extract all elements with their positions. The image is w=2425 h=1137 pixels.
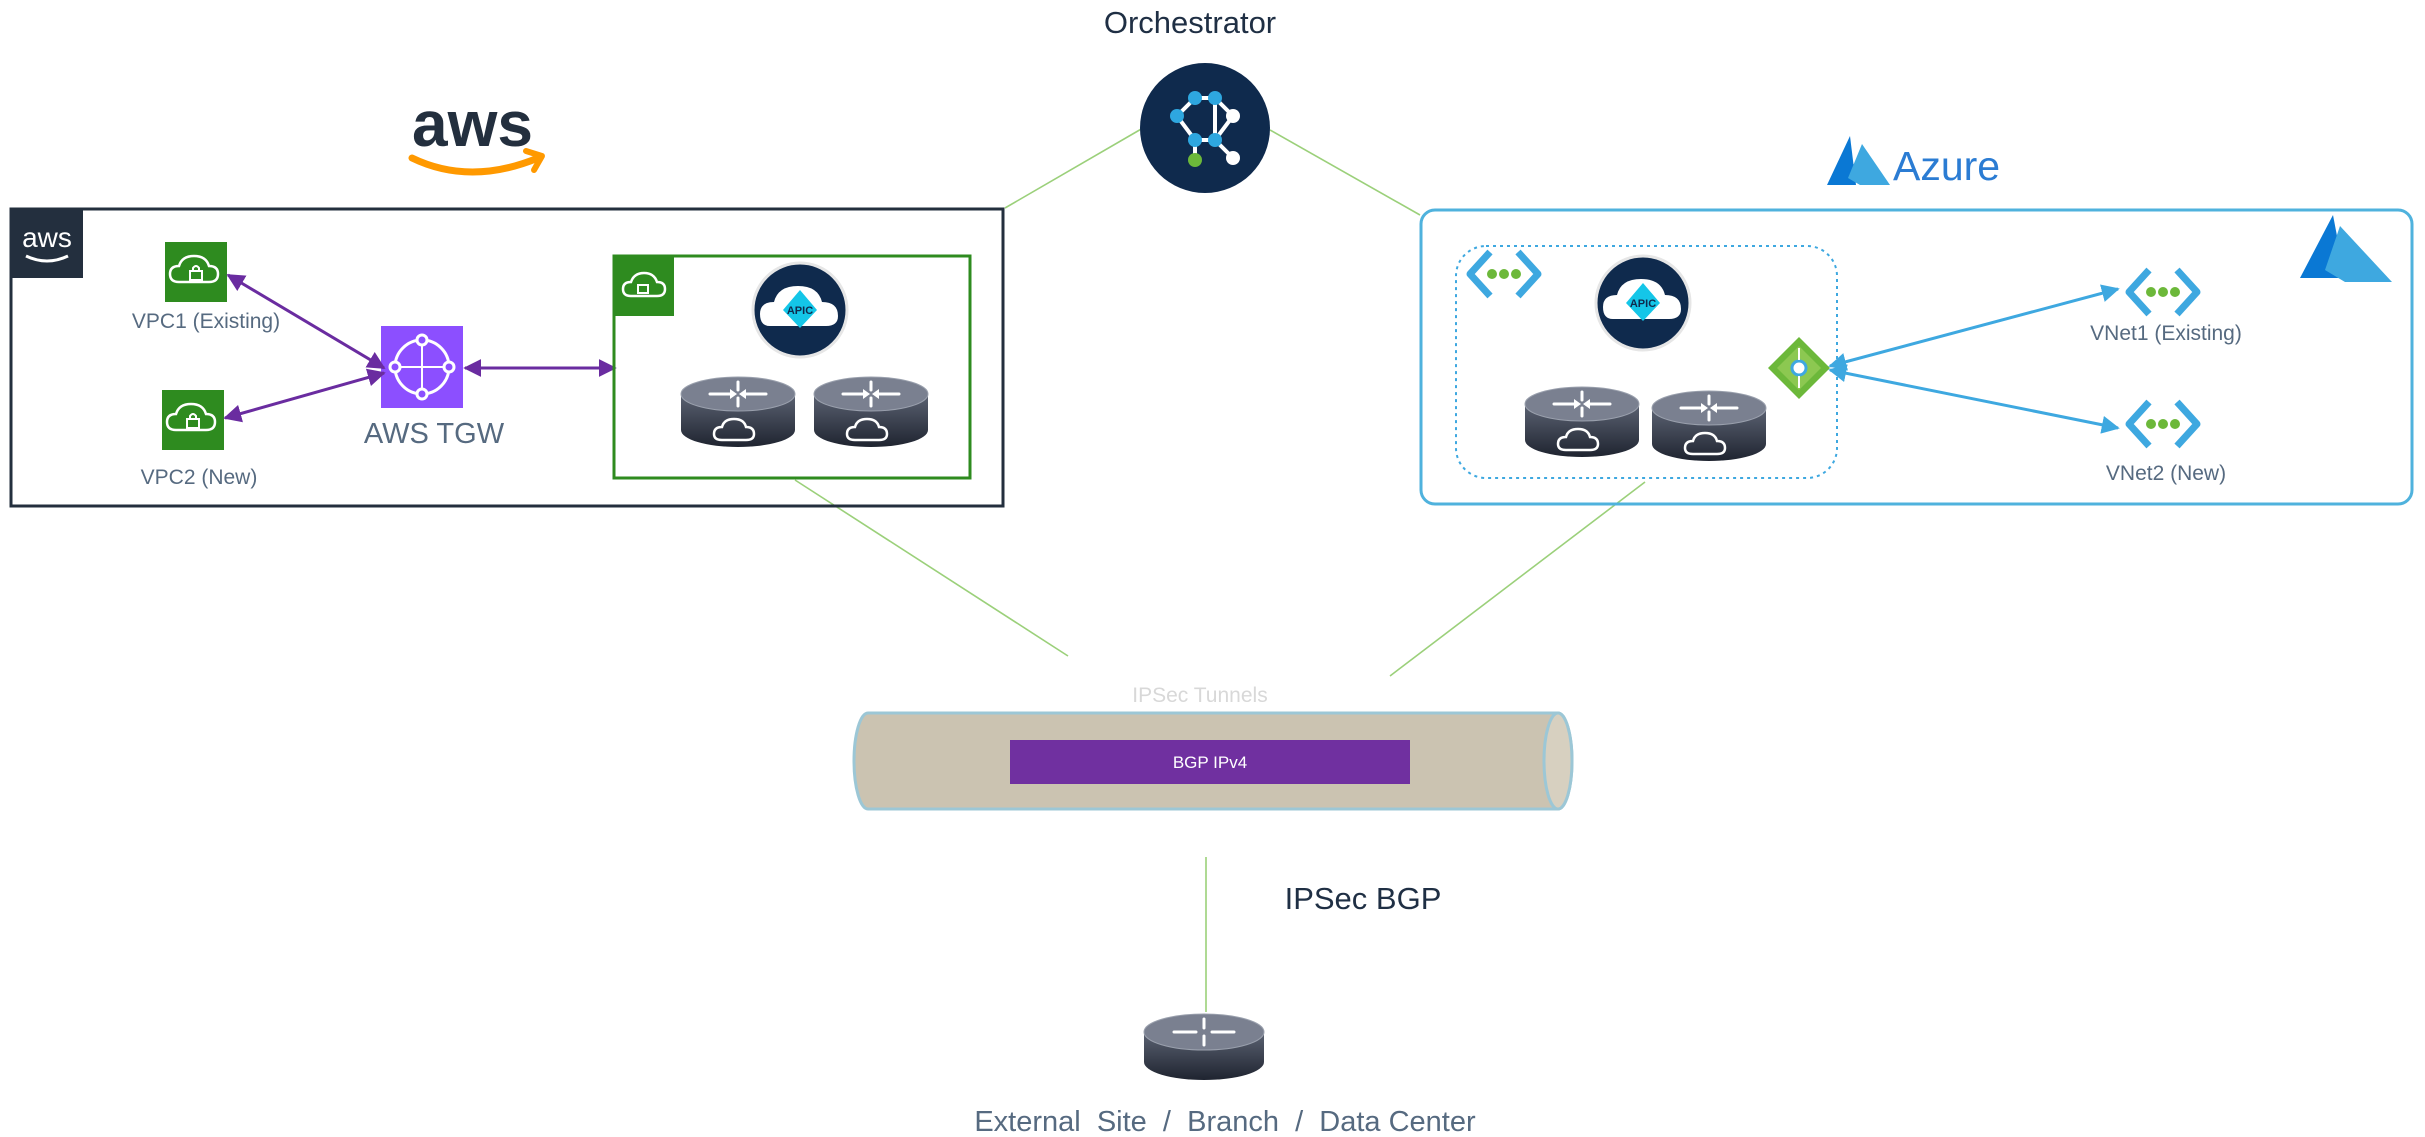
azure-logo-text: Azure bbox=[1893, 143, 2000, 189]
vnet2-icon bbox=[2129, 402, 2197, 446]
tunnel-header: IPSec Tunnels bbox=[1132, 684, 1267, 707]
vpc2-icon bbox=[160, 388, 226, 452]
tgw-icon bbox=[381, 326, 463, 408]
vnet1-label: VNet1 (Existing) bbox=[2090, 322, 2242, 345]
gateway-vnet1-arrow bbox=[1828, 284, 2120, 371]
aws-infra-vpc-box bbox=[612, 254, 972, 480]
svg-text:APIC: APIC bbox=[787, 305, 813, 317]
aws-region-box bbox=[9, 207, 1005, 508]
aws-tunnel-line bbox=[794, 479, 1069, 657]
vnet1-icon bbox=[2129, 270, 2197, 314]
external-site-label: External Site / Branch / Data Center bbox=[974, 1106, 1476, 1137]
orchestrator-azure-line bbox=[1269, 129, 1421, 216]
svg-text:APIC: APIC bbox=[1630, 298, 1656, 310]
ipsec-bgp-label: IPSec BGP bbox=[1285, 881, 1442, 916]
orchestrator-label: Orchestrator bbox=[1104, 5, 1276, 40]
bgp-ipv4-bar bbox=[1010, 740, 1410, 784]
tgw-label: AWS TGW bbox=[364, 418, 505, 450]
tgw-vpc1-arrow bbox=[226, 273, 386, 370]
vpc2-label: VPC2 (New) bbox=[141, 466, 258, 489]
azure-infra-vnet-icon bbox=[1470, 252, 1538, 296]
azure-logo-icon bbox=[1827, 136, 1856, 185]
aws-apic-icon: APIC bbox=[751, 261, 849, 359]
connection-lines bbox=[794, 127, 1646, 1012]
vpc1-label: VPC1 (Existing) bbox=[132, 310, 280, 333]
aws-logo-text: aws bbox=[412, 88, 533, 160]
tgw-vpc2-arrow bbox=[223, 368, 386, 423]
azure-tunnel-line bbox=[1389, 481, 1646, 677]
azure-gateway-icon bbox=[1768, 337, 1830, 399]
azure-logo: Azure bbox=[1827, 136, 2000, 189]
orchestrator-aws-line bbox=[1004, 127, 1144, 209]
vnet2-label: VNet2 (New) bbox=[2106, 462, 2226, 485]
aws-smile-icon bbox=[408, 154, 542, 176]
vpc1-icon bbox=[163, 240, 229, 304]
azure-region-box bbox=[1419, 208, 2414, 506]
azure-router-2-icon bbox=[1650, 389, 1768, 463]
external-router-icon bbox=[1143, 1013, 1265, 1080]
azure-router-1-icon bbox=[1523, 385, 1641, 459]
gateway-vnet2-arrow bbox=[1828, 364, 2120, 434]
orchestrator-icon bbox=[1140, 63, 1270, 193]
svg-text:aws: aws bbox=[22, 222, 72, 253]
aws-router-1-icon bbox=[679, 375, 797, 449]
aws-router-2-icon bbox=[812, 375, 930, 449]
aws-logo: aws bbox=[408, 88, 545, 176]
bgp-ipv4-label: BGP IPv4 bbox=[1173, 753, 1247, 772]
azure-arrows bbox=[1828, 284, 2120, 434]
azure-corner-icon bbox=[2300, 215, 2392, 282]
aws-badge-icon: aws bbox=[11, 209, 83, 278]
azure-apic-icon: APIC bbox=[1594, 254, 1692, 352]
tgw-arrows bbox=[223, 273, 617, 423]
aws-infra-vpc-icon bbox=[614, 256, 674, 316]
